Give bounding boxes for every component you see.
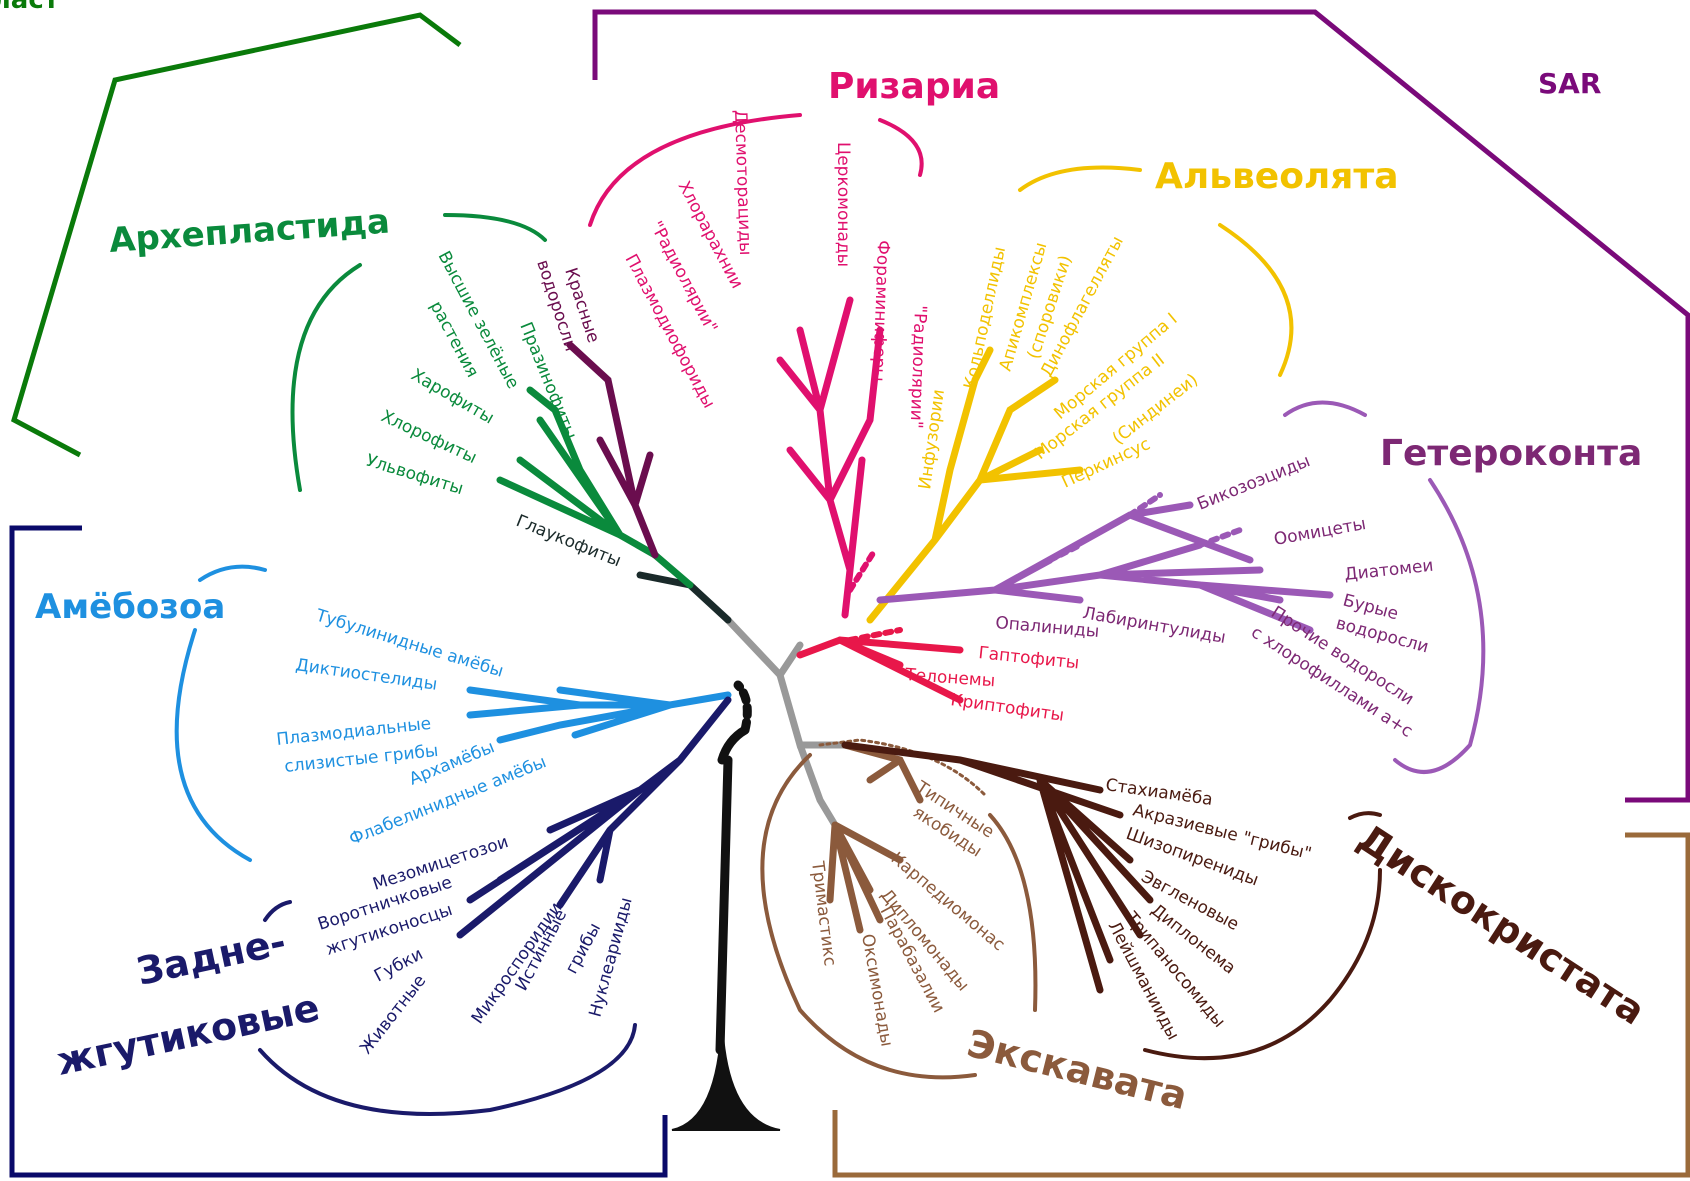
- rhizaria-arc-right: [878, 118, 924, 177]
- taxon-telonemia: Телонемы: [904, 665, 996, 691]
- amoebozoa-branch: [466, 686, 732, 744]
- excavata-bracket: [832, 832, 1690, 1178]
- tree-branches: [456, 296, 1334, 1131]
- excavata-arc-right: [988, 813, 1038, 1012]
- alveolata-arc: [1018, 165, 1142, 192]
- root-trunk-dashed: [733, 680, 752, 735]
- taxon-labyrinthulids: Лабиринтулиды: [1081, 603, 1227, 648]
- heterokonta-title: Гетероконта: [1380, 433, 1642, 474]
- discicristata-arc-top: [1348, 811, 1382, 820]
- taxon-charophytes: Харофиты: [408, 365, 498, 428]
- sar-bracket: [592, 9, 1690, 803]
- archaeplastida-branch: [496, 386, 694, 589]
- root-branch: [724, 616, 849, 829]
- taxon-nucleariids: Нуклеарииды: [586, 895, 637, 1019]
- rhizaria-title: Ризариа: [828, 66, 1000, 107]
- opisthokonta-arc: [258, 1023, 637, 1116]
- clade-arcs: [174, 113, 1486, 1116]
- excavata-branch: [826, 741, 924, 934]
- hacrobia-dashed: [847, 627, 903, 643]
- opisthokonta-amoebozoa-bracket: [9, 525, 668, 1178]
- taxon-bicosoecids: Бикозоэциды: [1194, 451, 1313, 514]
- sar-label: SAR: [1538, 67, 1601, 100]
- heterokonta-dashed: [1047, 492, 1243, 563]
- amoebozoa-title: Амёбозоа: [35, 587, 225, 627]
- amoebozoa-arc-top: [198, 564, 267, 582]
- taxon-oxymonads: Оксимонады: [857, 932, 896, 1048]
- discicristata-branch: [841, 741, 1154, 994]
- opisthokonta-branch: [456, 696, 732, 939]
- taxon-radiolaria-2: "Радиолярии": [906, 305, 930, 429]
- taxon-diatoms: Диатомеи: [1343, 556, 1434, 585]
- taxon-foraminifera: Фораминиферы: [868, 240, 893, 382]
- taxon-haptophytes: Гаптофиты: [977, 643, 1080, 673]
- root-base: [671, 1019, 781, 1131]
- archaeplastida-title: Архепластида: [108, 201, 391, 261]
- taxon-dictyostelids: Диктиостелиды: [294, 655, 438, 695]
- heterokonta-arc-right: [1393, 478, 1486, 774]
- opisthokonta-arc-top: [263, 900, 292, 922]
- rhizaria-dashed: [847, 547, 878, 593]
- taxon-oomycetes: Оомицеты: [1272, 514, 1367, 550]
- discicristata-title: Дискокристата: [1350, 816, 1653, 1034]
- alveolata-branch: [866, 346, 1084, 624]
- hacrobia-branch: [796, 636, 964, 704]
- root-trunk: [715, 725, 750, 1055]
- taxon-stachyamoeba: Стахиамёба: [1104, 775, 1214, 810]
- discicristata-arc: [1143, 868, 1382, 1061]
- taxon-cercomonads: Церкомонады: [833, 142, 853, 267]
- taxon-perkinsus: Перкинсус: [1059, 434, 1154, 492]
- alveolata-arc-right: [1218, 223, 1294, 377]
- red-algae-branch: [566, 341, 659, 559]
- excavata-arc: [760, 753, 977, 1080]
- opisthokonta-title-1: Задне-: [133, 919, 290, 993]
- archaeplastida-arc-right: [443, 213, 547, 242]
- corner-label: Пласт: [0, 0, 59, 15]
- excavata-title: Экскавата: [963, 1021, 1192, 1118]
- taxon-desmothoracids: Десмоторациды: [730, 109, 755, 255]
- heterokonta-arc: [1283, 400, 1367, 417]
- taxon-animals: Животные: [356, 971, 430, 1058]
- archaeplastida-bracket: [11, 12, 462, 458]
- rhizaria-branch: [776, 296, 884, 619]
- rhizaria-arc: [588, 113, 802, 227]
- amoebozoa-arc: [174, 628, 252, 862]
- alveolata-title: Альвеолята: [1155, 156, 1399, 197]
- archaeplastida-arc: [290, 263, 362, 492]
- taxon-cryptophytes: Криптофиты: [949, 690, 1065, 726]
